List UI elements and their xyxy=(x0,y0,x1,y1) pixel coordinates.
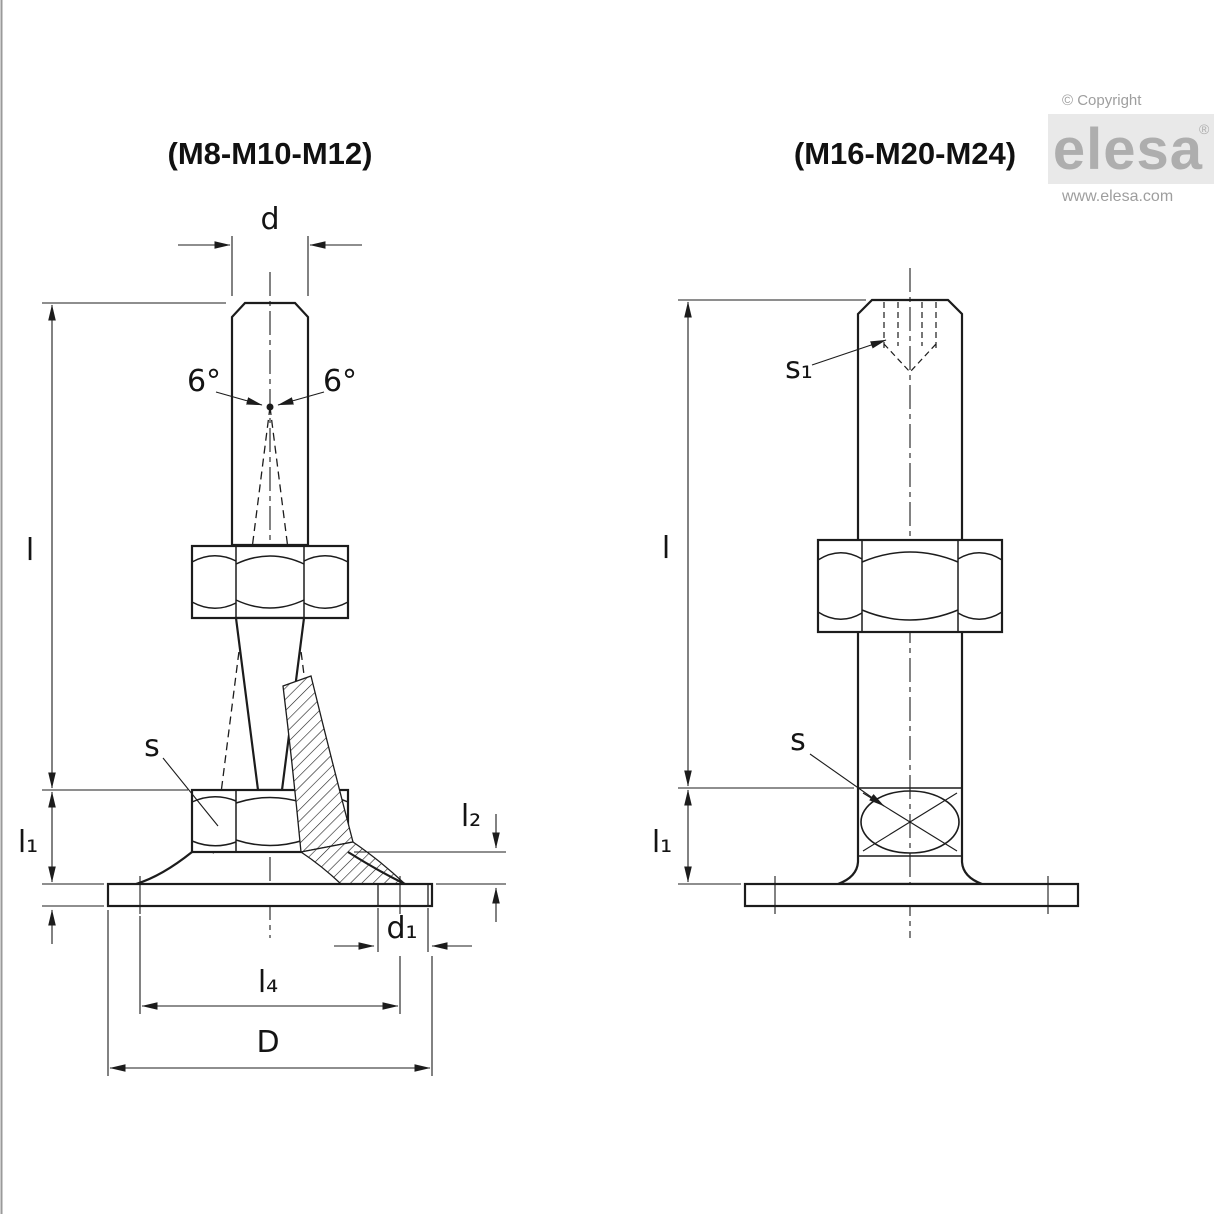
dim-l2-label: l₂ xyxy=(461,799,481,834)
foot-dome-left xyxy=(135,851,193,886)
dim-d-label: d xyxy=(260,202,279,237)
dim-l-l1: l l₁ xyxy=(18,302,226,944)
dim-l-right-label: l xyxy=(662,531,670,566)
upper-hex-nut xyxy=(190,544,350,620)
dim-D: D xyxy=(107,910,433,1076)
dim-l-label: l xyxy=(26,533,34,568)
dim-d: d xyxy=(178,202,362,296)
left-figure: (M8-M10-M12) 6° 6° xyxy=(18,136,506,1076)
logo-background xyxy=(1048,114,1214,184)
hex-nut xyxy=(816,538,1004,634)
website-text: www.elesa.com xyxy=(1061,188,1173,205)
dim-l1-label: l₁ xyxy=(18,825,38,860)
dim-l-l1-right: l l₁ xyxy=(652,299,866,885)
copyright-text: © Copyright xyxy=(1062,92,1142,109)
right-figure: (M16-M20-M24) xyxy=(652,136,1080,938)
logo-text: elesa xyxy=(1053,117,1203,182)
left-figure-title: (M8-M10-M12) xyxy=(168,136,373,171)
dim-d1: d₁ xyxy=(334,908,472,952)
section-hatch xyxy=(282,675,407,885)
dim-s1-label: s₁ xyxy=(785,351,813,386)
dim-l1-right-label: l₁ xyxy=(652,825,672,860)
dim-s1: s₁ xyxy=(785,339,887,386)
dim-D-label: D xyxy=(256,1025,279,1060)
dim-l2: l₂ xyxy=(354,799,506,922)
pivot-point xyxy=(266,403,274,411)
dim-s-right-label: s xyxy=(790,723,806,758)
base-plate-right xyxy=(743,876,1080,914)
angle-left-label: 6° xyxy=(187,364,221,399)
base-plate xyxy=(106,876,434,914)
right-figure-title: (M16-M20-M24) xyxy=(794,136,1016,171)
dim-d1-label: d₁ xyxy=(386,911,417,946)
dim-l4-label: l₄ xyxy=(258,965,278,1000)
dim-s-label: s xyxy=(144,729,160,764)
dim-l4: l₄ xyxy=(139,916,401,1014)
registered-mark: ® xyxy=(1199,121,1210,137)
elesa-logo: © Copyright elesa ® www.elesa.com xyxy=(1048,92,1214,205)
angle-right-label: 6° xyxy=(323,364,357,399)
dim-s-right: s xyxy=(790,723,885,807)
dim-s: s xyxy=(144,729,219,827)
